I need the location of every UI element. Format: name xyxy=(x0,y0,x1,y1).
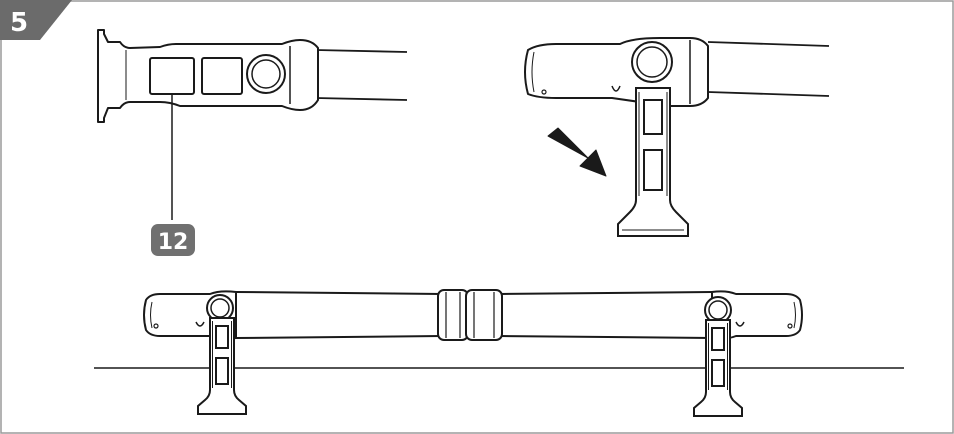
top-left-view-folded xyxy=(97,29,408,220)
top-right-view-unfolded xyxy=(524,37,830,237)
right-tripod xyxy=(693,290,803,417)
bottom-view-assembled xyxy=(94,289,904,417)
callout-badge: 12 xyxy=(151,224,195,256)
grip-window-1 xyxy=(149,57,195,95)
arrow-icon xyxy=(547,127,607,177)
callout-label: 12 xyxy=(158,230,189,255)
step-number: 5 xyxy=(10,8,28,38)
grip-window-2 xyxy=(201,57,243,95)
rod-coupler xyxy=(437,289,503,341)
left-tripod xyxy=(143,290,247,415)
knob xyxy=(251,59,281,89)
step-badge: 5 xyxy=(0,0,72,40)
knob xyxy=(636,46,668,78)
